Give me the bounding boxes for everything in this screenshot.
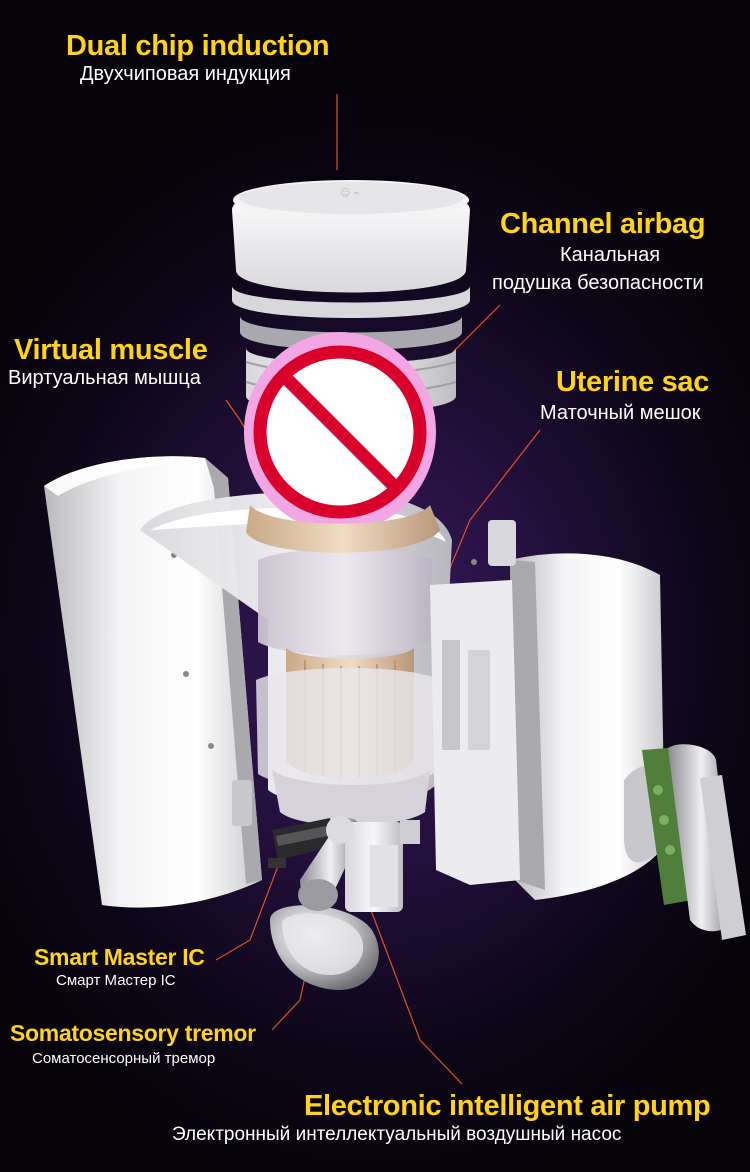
label-en: Channel airbag [500,208,706,240]
label-en: Somatosensory tremor [10,1020,256,1046]
label-ru: Двухчиповая индукция [80,63,291,86]
label-channel-airbag: Channel airbag [500,208,706,241]
label-ru: Электронный интеллектуальный воздушный н… [172,1124,622,1145]
label-channel-airbag-ru-line2: подушка безопасности [492,272,704,295]
label-ru: Виртуальная мышца [8,367,201,390]
label-en: Electronic intelligent air pump [304,1090,711,1122]
label-uterine-sac-ru: Маточный мешок [540,402,701,425]
label-virtual-muscle: Virtual muscle Виртуальная мышца [8,334,208,390]
air-pump-assembly [270,816,420,990]
label-electronic-air-pump-ru: Электронный интеллектуальный воздушный н… [172,1124,621,1146]
leader-smart-master [215,865,279,961]
label-dual-chip-induction: Dual chip induction Двухчиповая индукция [66,30,330,86]
svg-text:☺ ⌁: ☺ ⌁ [340,188,360,199]
label-smart-master-ic: Smart Master IC Смарт Мастер IC [34,944,205,990]
label-somatosensory-tremor: Somatosensory tremor Соматосенсорный тре… [10,1020,256,1068]
side-board-parts [642,744,746,940]
inner-sleeve [140,491,452,826]
label-channel-airbag-ru-line1: Канальная [560,244,660,267]
label-uterine-sac: Uterine sac [556,366,709,399]
smart-master-chip [268,818,336,868]
leader-air-pump [351,859,463,1085]
label-en: Dual chip induction [66,30,330,62]
label-en: Virtual muscle [14,334,208,366]
prohibited-sign-icon [244,332,440,553]
label-en: Smart Master IC [34,944,205,970]
label-ru: Канальная [560,244,661,266]
right-shell [430,520,665,900]
label-ru: Маточный мешок [540,402,701,424]
label-en: Uterine sac [556,366,710,398]
label-ru: Соматосенсорный тремор [32,1050,216,1068]
label-ru: Смарт Мастер IC [56,972,176,990]
label-ru: подушка безопасности [492,272,704,294]
label-electronic-air-pump: Electronic intelligent air pump [304,1090,711,1123]
